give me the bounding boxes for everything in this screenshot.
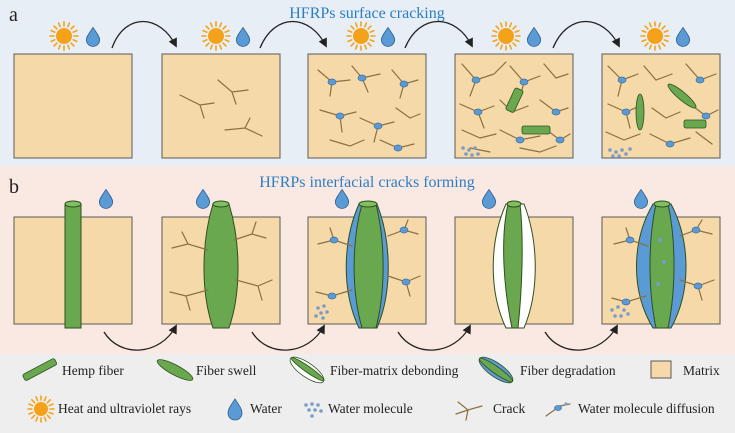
legend-water-molecule: Water molecule (328, 401, 413, 416)
hemp-fiber (505, 87, 524, 113)
degraded-fiber (636, 200, 687, 329)
legend-fiber-degradation: Fiber degradation (520, 363, 616, 378)
sun-icon (27, 395, 55, 423)
swollen-fiber (203, 200, 239, 329)
panel-a-label: a (9, 4, 18, 26)
water-molecule-icon (304, 402, 323, 418)
sun-icon (491, 21, 521, 51)
step-arrow (251, 324, 325, 351)
panel-b-fibers (64, 200, 687, 329)
legend-heat-uv: Heat and ultraviolet rays (58, 401, 191, 416)
water-drop-icon (675, 26, 691, 47)
straight-fiber (64, 200, 82, 329)
fiber-swell-legend-icon (156, 359, 194, 381)
water-drop-icon (526, 26, 542, 47)
step-arrow (259, 21, 327, 49)
water-drop-icon (481, 188, 497, 209)
hemp-fiber (683, 119, 707, 129)
debonded-fiber (492, 200, 536, 329)
water-drop-icon (227, 398, 243, 421)
crack-icon (455, 401, 483, 421)
legend-background (0, 354, 735, 433)
degradation-legend-icon (478, 356, 514, 384)
panel-a-arrows (111, 21, 620, 49)
sun-icon (346, 21, 376, 51)
water-drop-icon (195, 188, 211, 209)
legend-matrix: Matrix (683, 363, 720, 378)
panel-a-matrices (13, 53, 721, 159)
panel-a-sun-icons (49, 21, 670, 51)
panel-b-label: b (9, 176, 19, 198)
legend-hemp-fiber: Hemp fiber (62, 363, 124, 378)
step-arrow (103, 324, 177, 351)
panel-a-water-drops (85, 26, 691, 47)
matrix-box (307, 53, 427, 159)
fiber-swell (667, 83, 697, 109)
matrix-box (13, 53, 133, 159)
fiber-swell (635, 93, 645, 131)
legend-water: Water (250, 401, 282, 416)
debonded-degraded-fiber (345, 200, 389, 329)
water-drop-icon (85, 26, 101, 47)
legend: Hemp fiber Fiber swell Fiber-matrix debo… (22, 356, 720, 423)
step-arrow (404, 21, 473, 49)
legend-fiber-matrix-debonding: Fiber-matrix debonding (330, 363, 459, 378)
water-drop-icon (235, 26, 251, 47)
water-drop-icon (334, 188, 350, 209)
step-arrow (397, 324, 471, 351)
sun-icon (201, 21, 231, 51)
legend-fiber-swell: Fiber swell (196, 363, 257, 378)
panel-a-fibers (505, 83, 707, 135)
panel-a-water-spots (327, 74, 711, 152)
matrix-box (161, 53, 281, 159)
step-arrow (111, 21, 177, 49)
matrix-box (601, 53, 721, 159)
step-arrow (544, 324, 618, 351)
hemp-fiber-legend-icon (22, 358, 57, 381)
panel-b-title: HFRPs interfacial cracks forming (259, 174, 475, 191)
debonding-legend-icon (289, 356, 325, 384)
water-drop-icon (98, 188, 114, 209)
legend-water-diffusion: Water molecule diffusion (578, 401, 715, 416)
panel-a-water-molecules (461, 146, 632, 158)
panel-b-water-molecules (314, 238, 666, 320)
water-diffusion-icon (545, 402, 571, 417)
panel-b-water-spots (327, 226, 703, 306)
matrix-legend-icon (650, 360, 672, 379)
water-drop-icon (633, 188, 649, 209)
panel-b-arrows (103, 324, 618, 351)
hemp-fiber (521, 125, 551, 135)
panel-b-water-drops (98, 188, 649, 209)
step-arrow (552, 21, 620, 49)
sun-icon (49, 21, 79, 51)
panel-a-title: HFRPs surface cracking (289, 5, 445, 22)
water-drop-icon (380, 26, 396, 47)
legend-crack: Crack (493, 401, 525, 416)
sun-icon (27, 395, 55, 423)
sun-icon (640, 21, 670, 51)
